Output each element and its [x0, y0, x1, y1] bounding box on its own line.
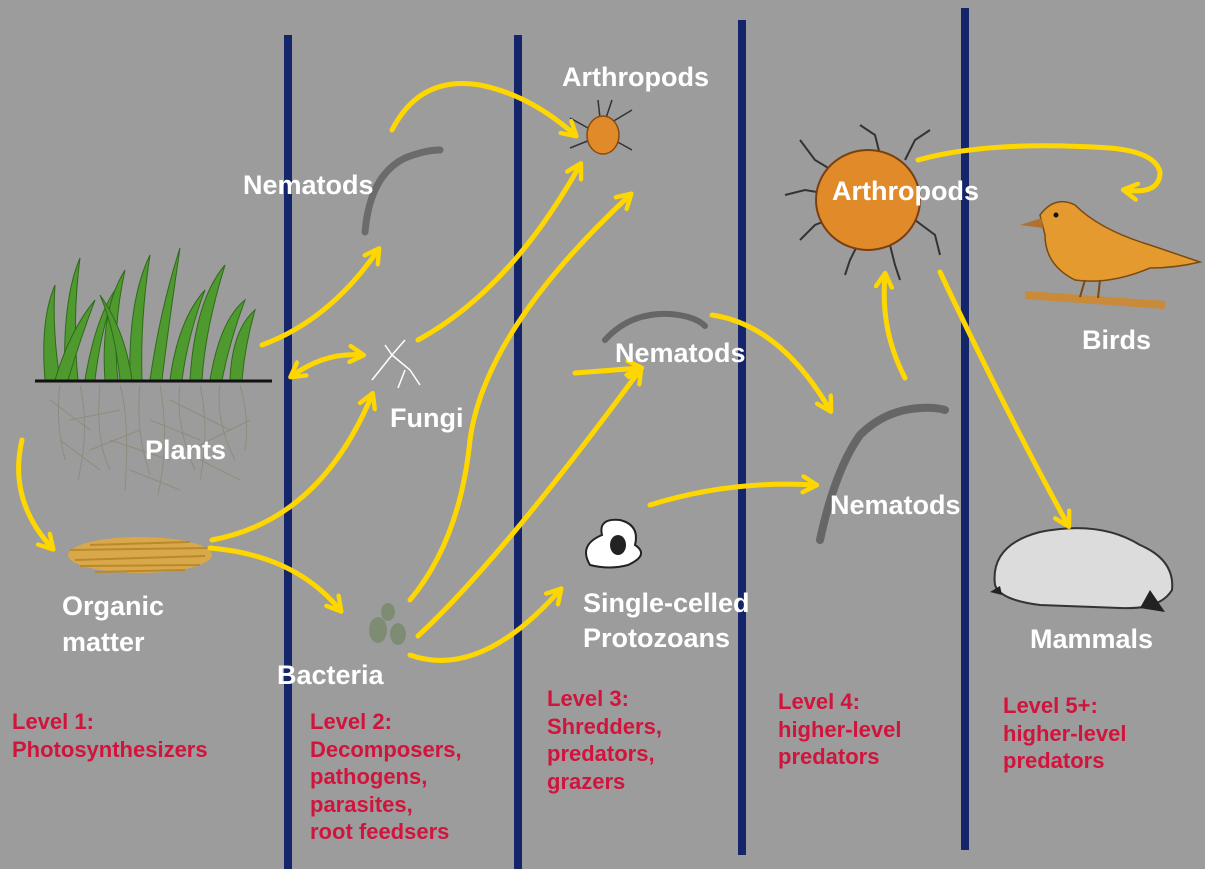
level-5-desc-1: higher-level [1003, 720, 1126, 748]
level-1-caption: Level 1: Photosynthesizers [12, 708, 208, 763]
organic-matter-line-1: Organic [62, 588, 164, 624]
arrow-plants-fungi [292, 355, 362, 376]
protozoa-line-2: Protozoans [583, 621, 750, 656]
level-2-desc-1: Decomposers, [310, 736, 462, 764]
arthropods-l4-label: Arthropods [832, 176, 979, 207]
level-4-desc-1: higher-level [778, 716, 901, 744]
arrow-plants-to-organic [19, 440, 52, 548]
nematodes-l2-label: Nematods [243, 170, 374, 201]
nematode-l2-illustration [365, 150, 440, 232]
level-1-desc: Photosynthesizers [12, 736, 208, 764]
level-4-title: Level 4: [778, 688, 901, 716]
organic-matter-label: Organic matter [62, 588, 164, 661]
arrow-fungi-to-arthropods [418, 165, 580, 340]
level-2-desc-3: parasites, [310, 791, 462, 819]
plants-label: Plants [145, 435, 226, 466]
level-4-caption: Level 4: higher-level predators [778, 688, 901, 771]
protozoa-line-1: Single-celled [583, 586, 750, 621]
level-2-desc-2: pathogens, [310, 763, 462, 791]
bird-illustration [1020, 202, 1200, 305]
arrow-plants-to-nematods [262, 250, 378, 345]
birds-label: Birds [1082, 325, 1151, 356]
level-5-caption: Level 5+: higher-level predators [1003, 692, 1126, 775]
fungi-label: Fungi [390, 403, 463, 434]
level-3-title: Level 3: [547, 685, 662, 713]
level-2-title: Level 2: [310, 708, 462, 736]
fungi-illustration [372, 340, 420, 388]
level-3-desc-1: Shredders, [547, 713, 662, 741]
arthropod-l3-illustration [570, 100, 632, 154]
energy-flow-arrows [19, 83, 1160, 660]
nematodes-l4-label: Nematods [830, 490, 961, 521]
arrow-nematods-l4-to-arthropods [884, 275, 905, 378]
nematode-l3-illustration [605, 314, 705, 340]
nematodes-l3-label: Nematods [615, 338, 746, 369]
organic-matter-illustration [68, 537, 212, 573]
level-5-desc-2: predators [1003, 747, 1126, 775]
arrow-protozoa-to-nematods-l4 [650, 484, 815, 505]
level-5-title: Level 5+: [1003, 692, 1126, 720]
bacteria-illustration [369, 603, 406, 645]
level-1-title: Level 1: [12, 708, 208, 736]
mammal-illustration [990, 528, 1172, 612]
arrow-arthropods-to-mammals [940, 272, 1068, 525]
protozoa-label: Single-celled Protozoans [583, 586, 750, 656]
level-2-desc-4: root feedsers [310, 818, 462, 846]
level-3-desc-3: grazers [547, 768, 662, 796]
organic-matter-line-2: matter [62, 624, 164, 660]
bacteria-label: Bacteria [277, 660, 384, 691]
level-3-caption: Level 3: Shredders, predators, grazers [547, 685, 662, 795]
arthropods-l3-label: Arthropods [562, 62, 709, 93]
arrow-nematods-to-arthropods [392, 83, 575, 135]
level-4-desc-2: predators [778, 743, 901, 771]
level-2-caption: Level 2: Decomposers, pathogens, parasit… [310, 708, 462, 846]
level-3-desc-2: predators, [547, 740, 662, 768]
mammals-label: Mammals [1030, 624, 1153, 655]
protozoan-illustration [586, 520, 641, 568]
arrow-organic-to-bacteria [210, 548, 340, 610]
